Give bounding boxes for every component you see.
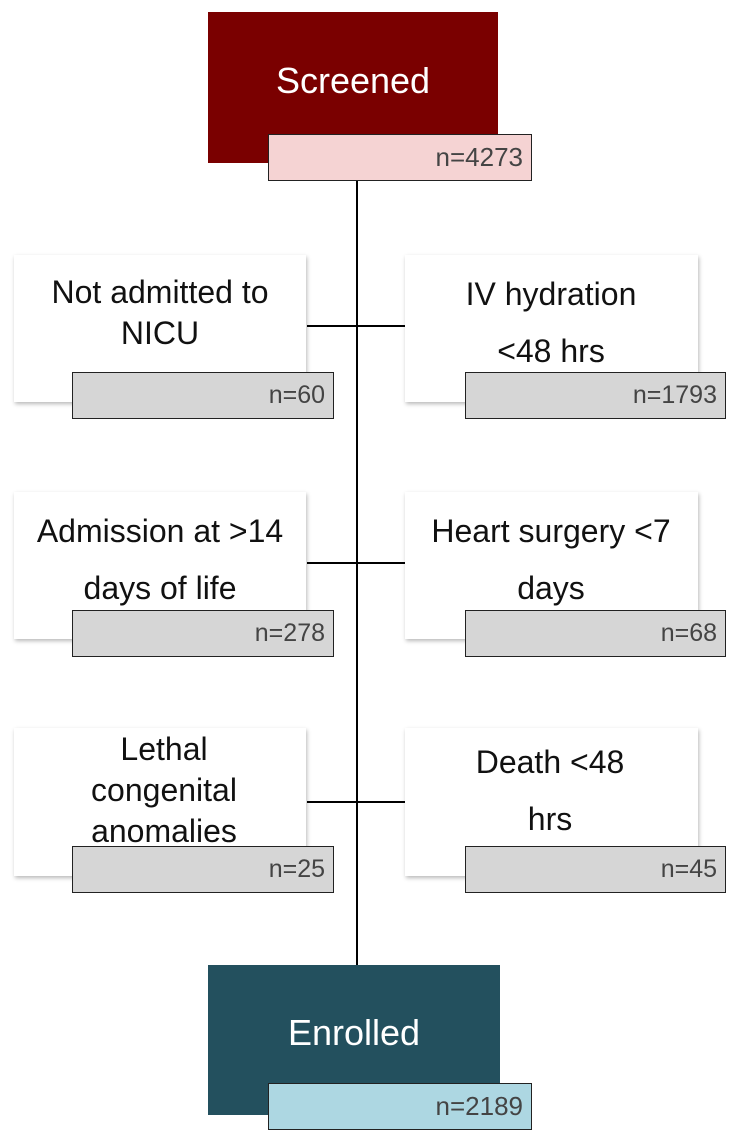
- exclusion-count: n=68: [660, 619, 717, 647]
- exclusion-count-lethal-anomalies: n=25: [72, 846, 334, 893]
- screened-count-box: n=4273: [268, 134, 532, 181]
- enrolled-count-box: n=2189: [268, 1083, 532, 1130]
- branch-line-row-1: [307, 325, 405, 327]
- branch-line-row-2: [307, 562, 405, 564]
- exclusion-count: n=1793: [632, 381, 717, 409]
- exclusion-count: n=278: [254, 619, 325, 647]
- exclusion-count-not-admitted: n=60: [72, 372, 334, 419]
- exclusion-count: n=60: [268, 381, 325, 409]
- exclusion-label: Death <48 hrs: [475, 744, 625, 837]
- exclusion-count: n=25: [268, 855, 325, 883]
- exclusion-count: n=45: [660, 855, 717, 883]
- enrolled-count: n=2189: [435, 1091, 523, 1121]
- enrolled-label: Enrolled: [287, 1012, 421, 1053]
- exclusion-count-iv-hydration: n=1793: [465, 372, 726, 419]
- main-flow-line: [356, 163, 358, 968]
- exclusion-label: Lethal congenital anomalies: [91, 731, 237, 849]
- exclusion-label: Not admitted to NICU: [51, 274, 269, 351]
- branch-line-row-3: [307, 801, 405, 803]
- exclusion-label: Heart surgery <7 days: [431, 513, 671, 606]
- exclusion-count-death: n=45: [465, 846, 726, 893]
- exclusion-label: IV hydration <48 hrs: [465, 276, 637, 369]
- exclusion-label: Admission at >14 days of life: [36, 513, 284, 606]
- exclusion-count-heart-surgery: n=68: [465, 610, 726, 657]
- screened-label: Screened: [275, 59, 431, 101]
- exclusion-count-late-admission: n=278: [72, 610, 334, 657]
- screened-count: n=4273: [435, 142, 523, 172]
